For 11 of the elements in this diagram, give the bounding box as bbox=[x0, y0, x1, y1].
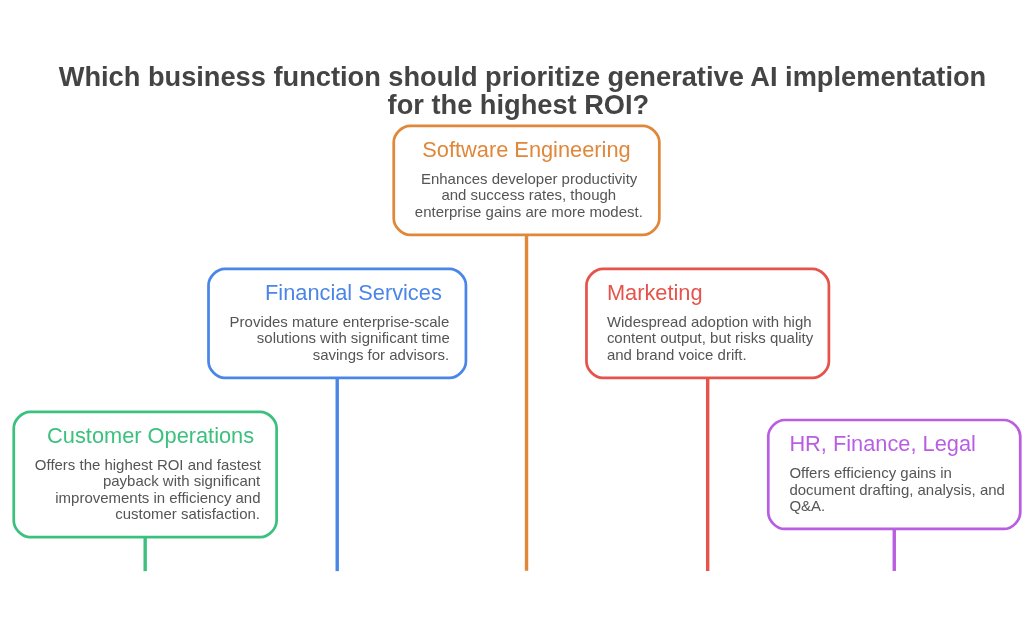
connector bbox=[335, 377, 339, 572]
connector bbox=[705, 377, 710, 572]
diagram-title: Which business function should prioritize generative AI implementation for the highest ROI? bbox=[58, 61, 987, 120]
node-box: Customer Operations Offers the highest ROI and fastest payback with significant improvements in efficiency and customer satisfaction. bbox=[12, 410, 278, 539]
connector bbox=[524, 235, 529, 571]
node-box: HR, Finance, Legal Offers efficiency gains in document drafting, analysis, and Q&A. bbox=[766, 418, 1022, 531]
node-box: Marketing Widespread adoption with high content output, but risks quality and brand voice drift. bbox=[585, 267, 831, 380]
node-box: Financial Services Provides mature enterprise-scale solutions with significant time savings for advisors. bbox=[207, 267, 468, 380]
connector bbox=[143, 537, 147, 572]
connector bbox=[892, 529, 896, 571]
node-box: Software Engineering Enhances developer productivity and success rates, though enterprise gains are more modest. bbox=[392, 124, 661, 237]
